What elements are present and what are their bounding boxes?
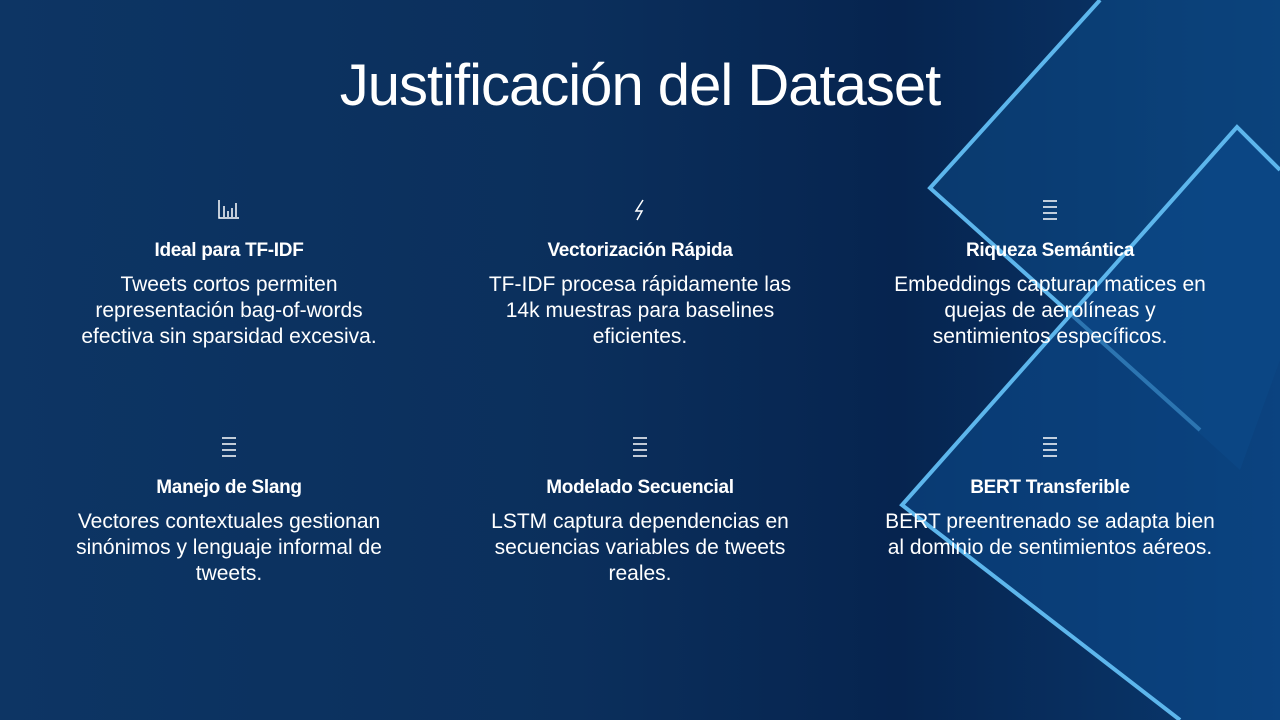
card-description: BERT preentrenado se adapta bien al domi…	[885, 510, 1215, 559]
card-description: TF-IDF procesa rápidamente las 14k muest…	[488, 273, 792, 348]
list-icon	[885, 435, 1215, 461]
card-title: Vectorización Rápida	[547, 240, 733, 261]
bar-chart-icon	[64, 198, 394, 224]
card-title: Modelado Secuencial	[546, 477, 734, 498]
card-ideal-tfidf: Ideal para TF-IDF Tweets cortos permiten…	[64, 198, 394, 350]
card-title: BERT Transferible	[970, 477, 1130, 498]
card-bert-transferible: BERT Transferible BERT preentrenado se a…	[885, 435, 1215, 561]
card-description: Vectores contextuales gestionan sinónimo…	[76, 510, 382, 585]
card-description: Tweets cortos permiten representación ba…	[81, 273, 377, 348]
lightning-icon	[475, 198, 805, 224]
card-manejo-slang: Manejo de Slang Vectores contextuales ge…	[64, 435, 394, 587]
card-title: Ideal para TF-IDF	[154, 240, 304, 261]
card-vectorizacion-rapida: Vectorización Rápida TF-IDF procesa rápi…	[475, 198, 805, 350]
card-description: LSTM captura dependencias en secuencias …	[491, 510, 789, 585]
card-title: Manejo de Slang	[156, 477, 302, 498]
card-modelado-secuencial: Modelado Secuencial LSTM captura depende…	[475, 435, 805, 587]
list-icon	[64, 435, 394, 461]
card-riqueza-semantica: Riqueza Semántica Embeddings capturan ma…	[885, 198, 1215, 350]
list-icon	[885, 198, 1215, 224]
slide-title: Justificación del Dataset	[339, 53, 941, 118]
card-title: Riqueza Semántica	[965, 240, 1135, 261]
card-description: Embeddings capturan matices en quejas de…	[894, 273, 1206, 348]
list-icon	[475, 435, 805, 461]
